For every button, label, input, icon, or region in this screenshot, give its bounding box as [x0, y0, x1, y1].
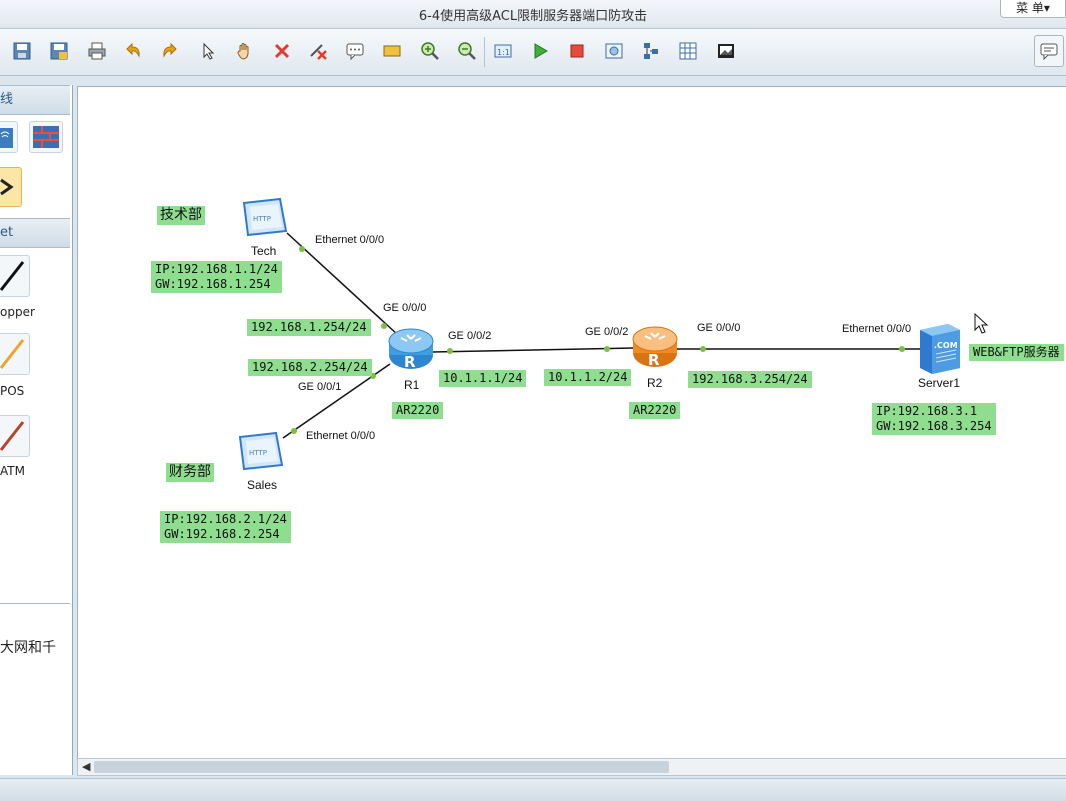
r2-ge002-label: GE 0/0/2 — [585, 326, 629, 338]
tech-ip: IP:192.168.1.1/24 — [155, 262, 278, 276]
rectangle-icon[interactable] — [380, 39, 404, 63]
r2-if-server: 192.168.3.254/24 — [688, 371, 812, 388]
server-icon[interactable]: .COM — [918, 322, 962, 378]
grid-icon[interactable] — [676, 39, 700, 63]
r2-router-icon[interactable]: R — [631, 323, 679, 375]
fit-icon[interactable]: 1:1 — [491, 39, 515, 63]
r2-if-r1: 10.1.1.2/24 — [544, 369, 632, 386]
toolbar: 1:1 — [0, 29, 1066, 76]
mouse-cursor-icon — [973, 312, 989, 339]
copper-label: opper — [0, 305, 35, 319]
status-bar — [0, 778, 1066, 801]
firewall-icon[interactable] — [29, 121, 63, 153]
tech-port-label: Ethernet 0/0/0 — [315, 234, 385, 246]
horizontal-scrollbar[interactable]: ◀ — [77, 758, 1066, 776]
r1-model-label: AR2220 — [392, 402, 444, 419]
pos-label: POS — [0, 384, 25, 398]
zoom-out-icon[interactable] — [455, 39, 479, 63]
hand-icon[interactable] — [232, 39, 256, 63]
select-icon[interactable] — [196, 39, 220, 63]
scroll-left-icon[interactable]: ◀ — [82, 760, 91, 773]
save-icon[interactable] — [10, 39, 34, 63]
svg-text:R: R — [404, 353, 416, 371]
sales-ip: IP:192.168.2.1/24 — [164, 512, 287, 526]
r2-ge000-label: GE 0/0/0 — [697, 322, 741, 334]
zoom-in-icon[interactable] — [418, 39, 442, 63]
panel-header-ethernet[interactable]: et — [0, 218, 70, 248]
sales-pc-icon[interactable]: HTTP — [236, 431, 284, 475]
chat-icon[interactable] — [1034, 35, 1064, 67]
tech-gw: GW:192.168.1.254 — [155, 277, 271, 291]
server-role-label: WEB&FTP服务器 — [969, 344, 1064, 361]
scroll-thumb[interactable] — [94, 761, 669, 773]
copper-cable-icon[interactable] — [0, 255, 30, 297]
window-title: 6-4使用高级ACL限制服务器端口防攻击 — [418, 9, 648, 24]
svg-text:R: R — [648, 351, 660, 369]
r1-if-r2: 10.1.1.1/24 — [439, 370, 527, 387]
delete-icon[interactable] — [270, 39, 294, 63]
server-name: Server1 — [918, 376, 961, 390]
wireless-icon[interactable] — [0, 121, 18, 153]
svg-text:HTTP: HTTP — [253, 215, 271, 223]
r1-if-tech: 192.168.1.254/24 — [247, 319, 371, 336]
screenshot-icon[interactable] — [714, 39, 738, 63]
print-icon[interactable] — [85, 39, 109, 63]
sales-name: Sales — [247, 478, 278, 492]
device-panel: 线 et opper POS ATM 大网和千 — [0, 85, 73, 775]
stop-icon[interactable] — [565, 39, 589, 63]
r1-router-icon[interactable]: R — [387, 325, 435, 377]
r1-name: R1 — [404, 378, 420, 392]
tech-pc-icon[interactable]: HTTP — [240, 197, 288, 241]
svg-text:.COM: .COM — [934, 341, 958, 350]
svg-text:1:1: 1:1 — [497, 48, 510, 57]
panel-header-cables[interactable]: 线 — [0, 85, 70, 115]
menu-button[interactable]: 菜 单▾ — [1000, 0, 1066, 18]
capture-icon[interactable] — [602, 39, 626, 63]
tech-name: Tech — [251, 244, 277, 258]
r2-name: R2 — [647, 376, 663, 390]
r1-ge001-label: GE 0/0/1 — [298, 381, 342, 393]
auto-cable-icon[interactable] — [0, 167, 22, 207]
server-ip: IP:192.168.3.1 — [876, 404, 978, 418]
sales-dept-label: 财务部 — [166, 463, 214, 482]
r1-ge000-label: GE 0/0/0 — [383, 302, 427, 314]
server-port-label: Ethernet 0/0/0 — [842, 323, 912, 335]
topology-icon[interactable] — [639, 39, 663, 63]
r1-if-sales: 192.168.2.254/24 — [248, 359, 372, 376]
text-icon[interactable] — [343, 39, 367, 63]
pos-cable-icon[interactable] — [0, 333, 30, 375]
save-as-icon[interactable] — [47, 39, 71, 63]
toolbar-separator — [484, 37, 485, 67]
sales-gw: GW:192.168.2.254 — [164, 527, 280, 541]
tech-dept-label: 技术部 — [157, 206, 205, 225]
panel-divider — [0, 603, 70, 605]
delete-link-icon[interactable] — [306, 39, 330, 63]
r2-model-label: AR2220 — [629, 402, 681, 419]
r1-ge002-label: GE 0/0/2 — [448, 330, 492, 342]
device-description: 大网和千 — [0, 640, 56, 656]
start-icon[interactable] — [528, 39, 552, 63]
undo-icon[interactable] — [121, 39, 145, 63]
svg-text:HTTP: HTTP — [249, 449, 267, 457]
atm-cable-icon[interactable] — [0, 415, 30, 457]
redo-icon[interactable] — [158, 39, 182, 63]
title-bar: 6-4使用高级ACL限制服务器端口防攻击 菜 单▾ — [0, 0, 1066, 29]
atm-label: ATM — [0, 464, 25, 478]
server-gw: GW:192.168.3.254 — [876, 419, 992, 433]
sales-port-label: Ethernet 0/0/0 — [306, 430, 376, 442]
